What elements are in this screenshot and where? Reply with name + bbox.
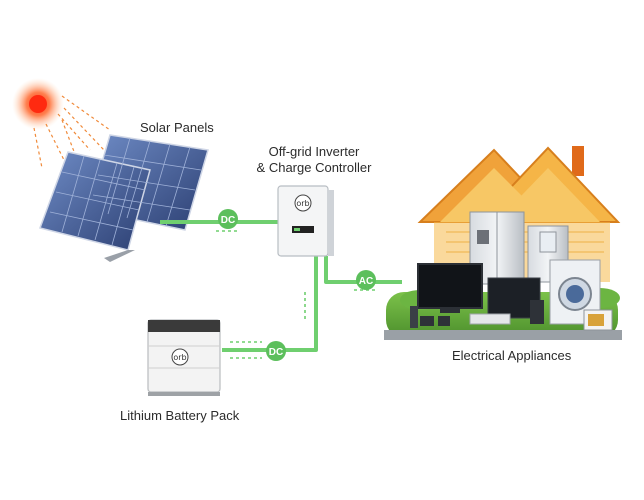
wire-inverter-to-appliances [324, 256, 402, 284]
wire-inverter-to-battery [222, 256, 318, 352]
inverter-label: Off-grid Inverter & Charge Controller [248, 144, 380, 176]
dc-badge-solar: DC [218, 209, 238, 229]
inverter-label-line1: Off-grid Inverter [268, 144, 360, 159]
svg-text:DC: DC [221, 215, 235, 226]
ac-badge-appliances: AC [356, 270, 376, 290]
inverter-label-line2: & Charge Controller [256, 160, 372, 175]
inverter-icon: orb [277, 185, 334, 257]
appliances-label: Electrical Appliances [452, 348, 572, 363]
solar-panels-label: Solar Panels [140, 120, 214, 135]
battery-label: Lithium Battery Pack [120, 408, 240, 423]
battery-icon: orb [147, 319, 221, 396]
sun-icon [12, 78, 111, 169]
dc-badge-battery: DC [266, 341, 286, 361]
solar-panel-icon [39, 134, 209, 262]
appliance-icon [410, 211, 613, 331]
svg-text:AC: AC [359, 276, 373, 287]
svg-text:DC: DC [269, 347, 283, 358]
svg-text:orb: orb [173, 353, 186, 362]
svg-text:orb: orb [296, 199, 309, 208]
